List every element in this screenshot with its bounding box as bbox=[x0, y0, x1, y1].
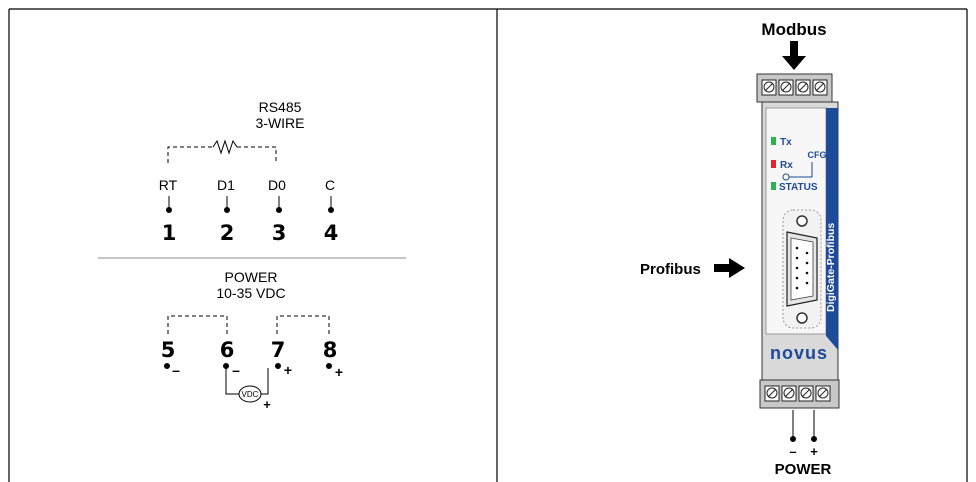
profibus-label: Profibus bbox=[640, 261, 701, 278]
rs485-title: RS485 bbox=[259, 99, 302, 115]
power-diagram: POWER 10-35 VDC 5 6 7 8 – – + + VDC + bbox=[161, 269, 343, 412]
polarity-7: + bbox=[284, 362, 292, 378]
led-rx-icon bbox=[771, 160, 776, 168]
terminal-pins-bottom bbox=[164, 363, 332, 369]
power-leads bbox=[790, 410, 817, 442]
polarity-5: – bbox=[172, 362, 180, 378]
polarity-8: + bbox=[335, 364, 343, 380]
polarity-6: – bbox=[232, 362, 240, 378]
vdc-label: VDC bbox=[242, 390, 259, 399]
led-rx-label: Rx bbox=[780, 160, 793, 171]
terminal-pins-top bbox=[166, 196, 334, 213]
top-terminal-block bbox=[756, 73, 833, 103]
signal-label-d1: D1 bbox=[217, 177, 235, 193]
led-tx-label: Tx bbox=[780, 137, 792, 148]
led-status-label: STATUS bbox=[779, 182, 818, 193]
brand-logo: novus bbox=[770, 343, 828, 363]
side-label: DigiGate-Profibus bbox=[825, 223, 837, 312]
terminal-4: 4 bbox=[324, 221, 339, 245]
cfg-label: CFG bbox=[808, 150, 827, 160]
rs485-subtitle: 3-WIRE bbox=[256, 115, 305, 131]
db9-connector-icon bbox=[782, 209, 822, 329]
terminal-2: 2 bbox=[220, 221, 235, 245]
vdc-plus: + bbox=[263, 397, 271, 412]
signal-label-c: C bbox=[325, 177, 335, 193]
terminal-3: 3 bbox=[272, 221, 287, 245]
signal-label-d0: D0 bbox=[268, 177, 286, 193]
signal-label-rt: RT bbox=[159, 177, 178, 193]
curve-band bbox=[826, 140, 836, 330]
dashed-bridges bbox=[167, 315, 330, 334]
rs485-diagram: RS485 3-WIRE RT D1 D0 C 1 2 3 4 bbox=[159, 99, 339, 245]
led-status-icon bbox=[771, 182, 776, 190]
profibus-arrow-icon bbox=[714, 258, 745, 278]
figure-frame bbox=[8, 8, 968, 482]
terminal-1: 1 bbox=[162, 221, 177, 245]
terminal-8: 8 bbox=[323, 338, 338, 362]
power-minus: – bbox=[789, 444, 796, 459]
modbus-label: Modbus bbox=[761, 20, 826, 39]
termination-resistor bbox=[167, 139, 277, 163]
led-indicators: Tx Rx STATUS bbox=[771, 137, 818, 193]
power-plus: + bbox=[810, 444, 818, 459]
power-title: POWER bbox=[225, 269, 278, 285]
terminal-6: 6 bbox=[220, 338, 235, 362]
bottom-terminal-block bbox=[759, 379, 840, 409]
terminal-5: 5 bbox=[161, 338, 176, 362]
terminal-7: 7 bbox=[271, 338, 286, 362]
power-subtitle: 10-35 VDC bbox=[216, 285, 285, 301]
cfg-button-icon bbox=[782, 162, 813, 181]
modbus-arrow-icon bbox=[782, 41, 806, 70]
power-label: POWER bbox=[775, 461, 832, 478]
vdc-source bbox=[238, 385, 262, 403]
led-tx-icon bbox=[771, 137, 776, 145]
vdc-wiring bbox=[225, 368, 269, 395]
device-diagram: Modbus DigiGate-Profibus Tx Rx bbox=[640, 20, 840, 478]
